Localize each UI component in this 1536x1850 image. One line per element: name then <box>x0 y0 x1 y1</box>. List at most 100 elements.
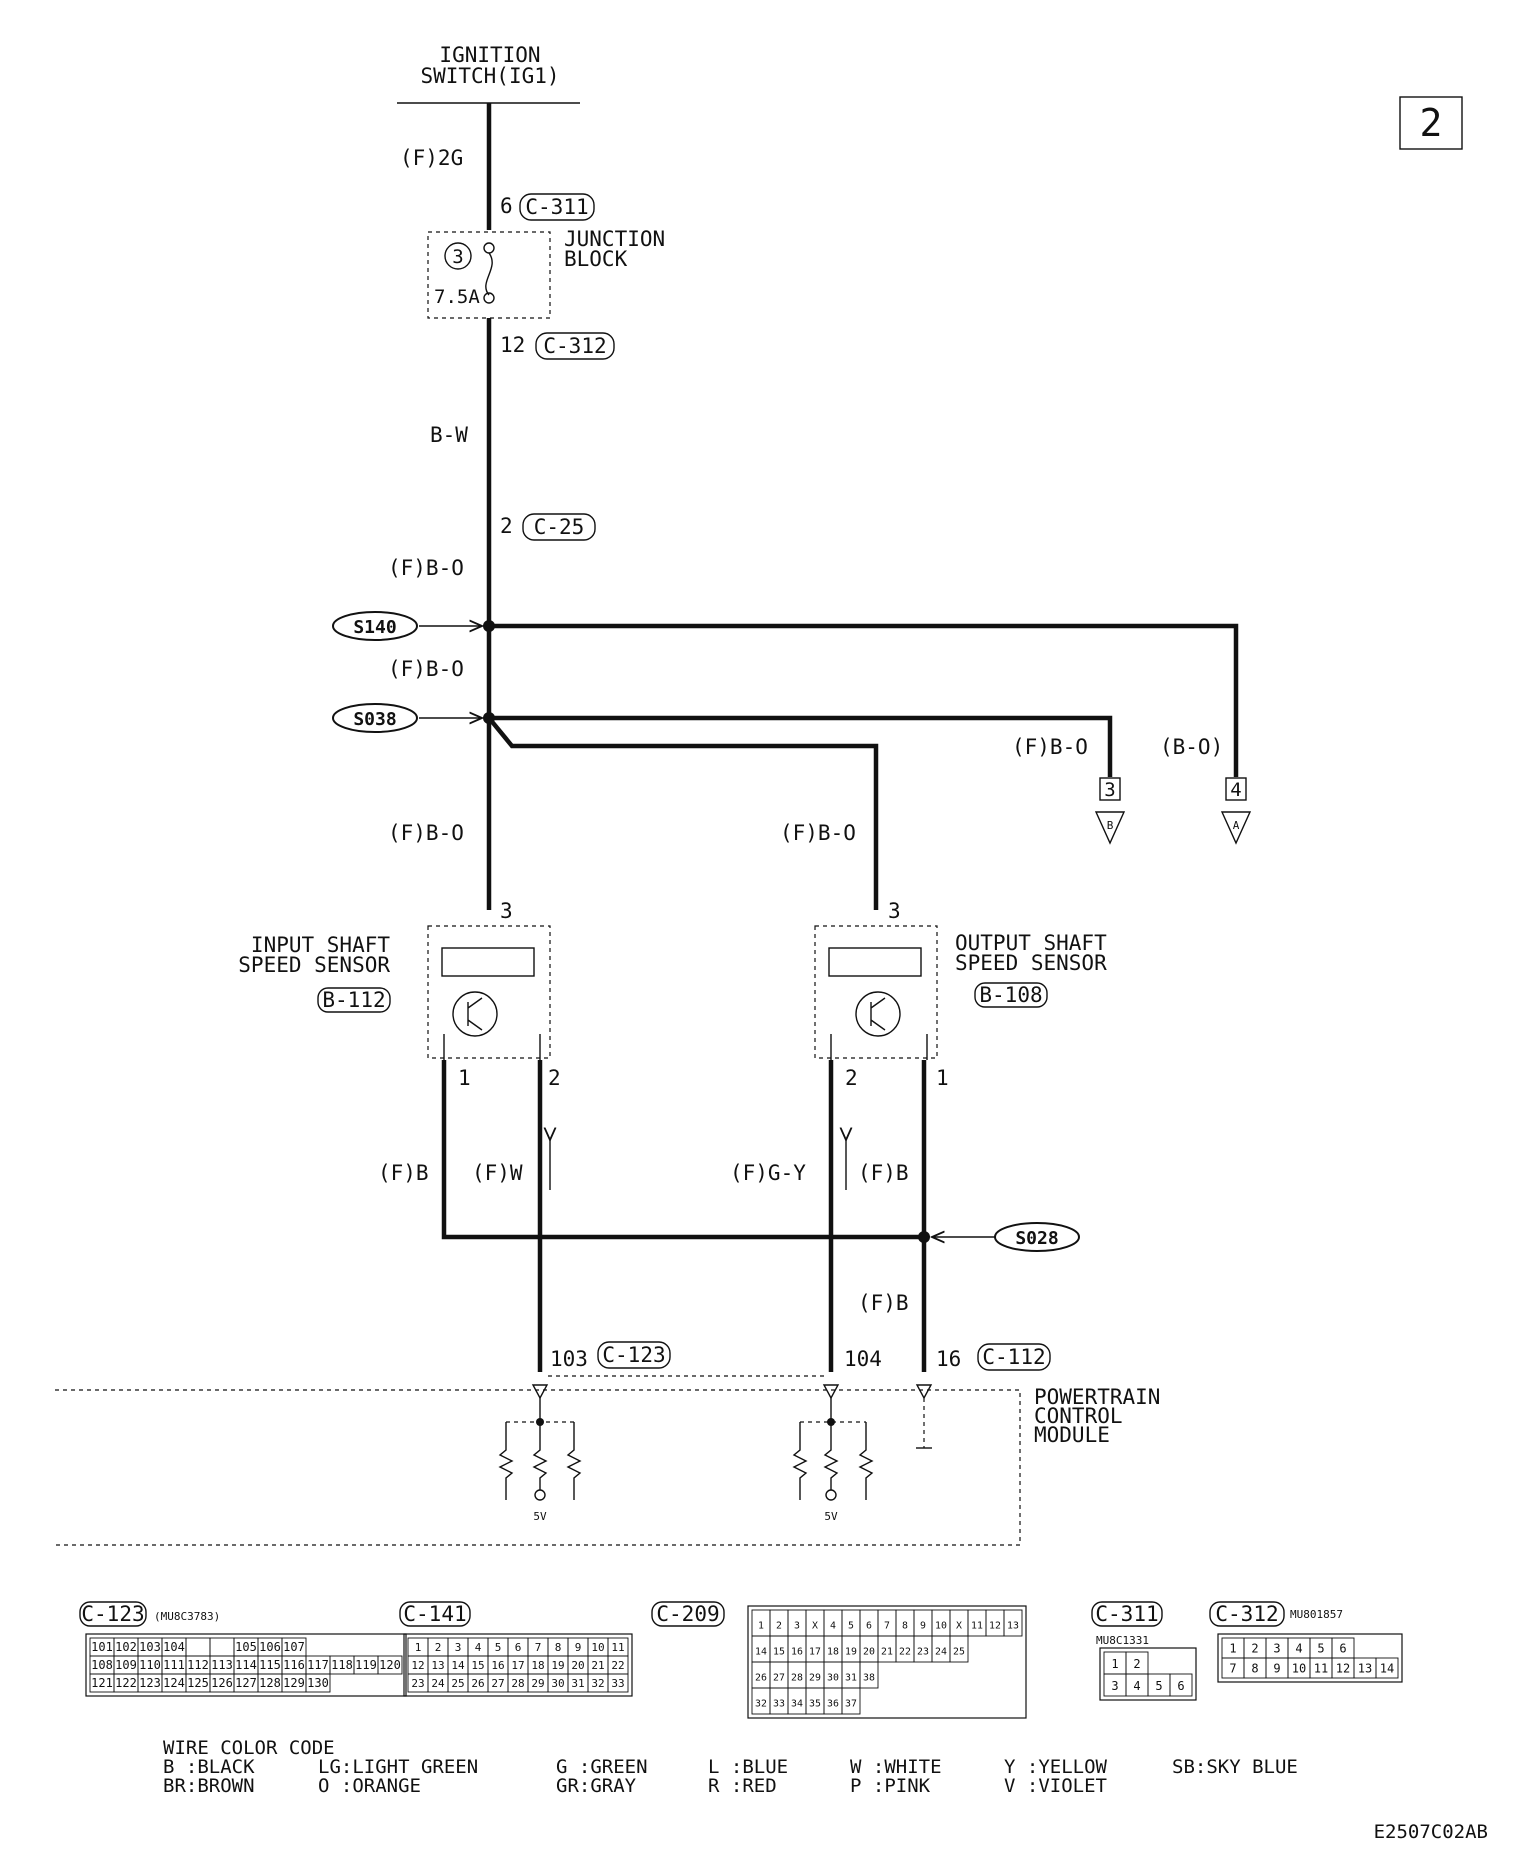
c141-pin: 10 <box>591 1641 604 1654</box>
c312-pin: 5 <box>1317 1641 1324 1655</box>
c209-pin: 8 <box>902 1621 908 1632</box>
c123-pin: 101 <box>91 1640 113 1654</box>
c141-pin: 17 <box>511 1659 524 1672</box>
c141-pin: 24 <box>431 1677 445 1690</box>
wire-label-2g: (F)2G <box>400 146 463 170</box>
c123-pin: 118 <box>331 1658 353 1672</box>
jb-out-pin: 12 <box>500 333 525 357</box>
c311-pin: 6 <box>1177 1679 1184 1693</box>
c312-pin: 9 <box>1273 1661 1280 1675</box>
legend-item: O :ORANGE <box>318 1775 421 1797</box>
output-sensor-element <box>828 947 922 977</box>
c312-pin: 3 <box>1273 1641 1280 1655</box>
offpage-3-triangle <box>1094 811 1126 845</box>
output-sensor-pin-b: 1 <box>936 1066 949 1090</box>
wire-label-fgy: (F)G-Y <box>730 1161 806 1185</box>
c209-pin: 25 <box>953 1647 965 1658</box>
pcm-conn-c112: C-112 <box>982 1345 1045 1369</box>
c311-pin: 4 <box>1133 1679 1140 1693</box>
output-sensor-conn: B-108 <box>979 983 1042 1007</box>
splice-s028-badge <box>994 1222 1080 1252</box>
fuse-rating: 7.5A <box>434 286 480 308</box>
legend-title: WIRE COLOR CODE <box>163 1737 335 1759</box>
page-number: 2 <box>1420 101 1443 145</box>
output-sensor-transistor <box>855 991 901 1037</box>
c123-pin: 120 <box>379 1658 401 1672</box>
c312-cavity <box>1375 1657 1399 1679</box>
c209-pin: 32 <box>755 1699 767 1710</box>
c123-pin: 107 <box>283 1640 305 1654</box>
input-sensor-box <box>427 925 551 1059</box>
c123-cavity <box>209 1637 235 1657</box>
c209-pin: 22 <box>899 1647 911 1658</box>
c311-pin: 1 <box>1111 1657 1118 1671</box>
c141-pin: 1 <box>415 1641 422 1654</box>
c141-pin: 33 <box>611 1677 624 1690</box>
c209-pin: X <box>956 1621 962 1632</box>
legend-item: G :GREEN <box>556 1756 648 1778</box>
c209-pin: 37 <box>845 1699 857 1710</box>
input-sensor-pin-a: 1 <box>458 1066 471 1090</box>
c209-pin: 31 <box>845 1673 857 1684</box>
c312-pin: 11 <box>1314 1661 1328 1675</box>
pcm-5v-a: 5V <box>533 1510 547 1523</box>
c312-pin: 6 <box>1339 1641 1346 1655</box>
conn-face-c123-oval <box>79 1601 147 1627</box>
pcm-circuit-16 <box>915 1384 933 1449</box>
c141-pin: 8 <box>555 1641 562 1654</box>
input-sensor-transistor <box>452 991 498 1037</box>
c209-pin: 33 <box>773 1699 785 1710</box>
c123-pin: 108 <box>91 1658 113 1672</box>
legend-item: LG:LIGHT GREEN <box>318 1756 478 1778</box>
c123-pin: 122 <box>115 1676 137 1690</box>
c25-conn: C-25 <box>534 515 585 539</box>
c312-pin: 14 <box>1380 1661 1394 1675</box>
conn-face-c209-label: C-209 <box>656 1602 719 1626</box>
conn-face-c209-oval <box>651 1601 725 1627</box>
c141-pin: 13 <box>431 1659 444 1672</box>
c209-pin: 34 <box>791 1699 803 1710</box>
c141-pin: 16 <box>491 1659 504 1672</box>
conn-face-c312-label: C-312 <box>1215 1602 1278 1626</box>
wire-label-branch-3: (F)B-O <box>1012 735 1088 759</box>
pcm-pin-103: 103 <box>550 1347 588 1371</box>
jb-line-1: JUNCTION <box>564 227 665 251</box>
figure-id: E2507C02AB <box>1374 1821 1488 1843</box>
splice-s038: S038 <box>353 709 396 730</box>
c311-pin: 3 <box>1111 1679 1118 1693</box>
c209-pin: 2 <box>776 1621 782 1632</box>
c209-pin: 5 <box>848 1621 854 1632</box>
c209-pin: 7 <box>884 1621 890 1632</box>
c123-pin: 113 <box>211 1658 233 1672</box>
c123-pin: 116 <box>283 1658 305 1672</box>
conn-c112-oval <box>977 1343 1051 1371</box>
splice-s028: S028 <box>1015 1228 1058 1249</box>
pcm-5v-b: 5V <box>824 1510 838 1523</box>
c141-pin: 5 <box>495 1641 502 1654</box>
c123-pin: 104 <box>163 1640 185 1654</box>
c209-pin: 6 <box>866 1621 872 1632</box>
c123-cavity <box>377 1655 403 1675</box>
c209-pin: 17 <box>809 1647 821 1658</box>
input-sensor-pin-top: 3 <box>500 899 513 923</box>
conn-face-c123-part: (MU8C3783) <box>154 1610 220 1623</box>
conn-c312-oval <box>535 332 615 360</box>
c123-pin: 105 <box>235 1640 257 1654</box>
c123-pin: 111 <box>163 1658 185 1672</box>
output-name-line-1: OUTPUT SHAFT <box>955 931 1107 955</box>
legend-item: BR:BROWN <box>163 1775 255 1797</box>
c209-pin: 20 <box>863 1647 875 1658</box>
c123-pin: 126 <box>211 1676 233 1690</box>
c209-pin: 38 <box>863 1673 875 1684</box>
input-name-line-1: INPUT SHAFT <box>251 933 390 957</box>
c141-pin: 15 <box>471 1659 484 1672</box>
c141-pin: 28 <box>511 1677 524 1690</box>
pcm-line-2: CONTROL <box>1034 1404 1123 1428</box>
c141-pin: 11 <box>611 1641 624 1654</box>
c141-pin: 21 <box>591 1659 604 1672</box>
